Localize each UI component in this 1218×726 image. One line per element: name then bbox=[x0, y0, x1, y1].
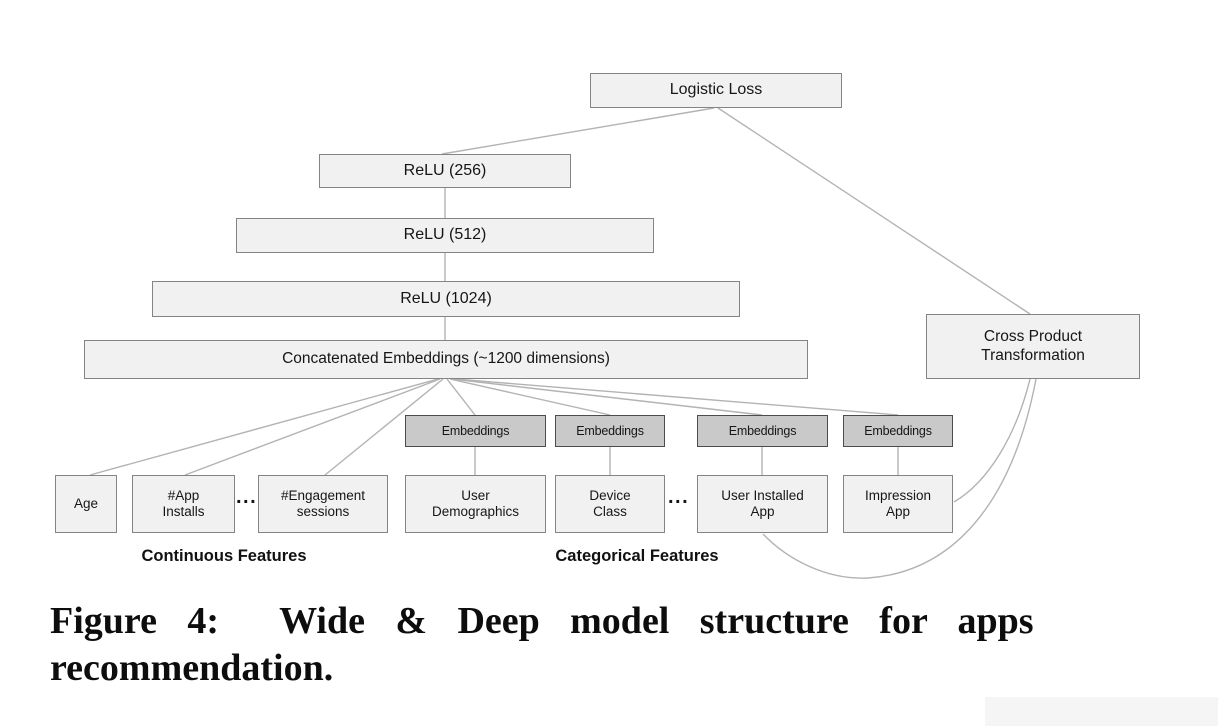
label-continuous-features: Continuous Features bbox=[141, 547, 307, 565]
node-age: Age bbox=[55, 475, 117, 533]
node-logistic-loss: Logistic Loss bbox=[590, 73, 842, 108]
node-relu-256: ReLU (256) bbox=[319, 154, 571, 188]
figure-caption: Figure 4: Wide & Deep model structure fo… bbox=[50, 598, 1155, 692]
node-relu-512: ReLU (512) bbox=[236, 218, 654, 253]
node-user-installed-app: User Installed App bbox=[697, 475, 828, 533]
node-app-installs: #App Installs bbox=[132, 475, 235, 533]
node-relu-1024: ReLU (1024) bbox=[152, 281, 740, 317]
corner-artifact bbox=[985, 697, 1218, 726]
node-impression-app: Impression App bbox=[843, 475, 953, 533]
node-cross-product-transformation: Cross Product Transformation bbox=[926, 314, 1140, 379]
label-categorical-features: Categorical Features bbox=[555, 547, 719, 565]
ellipsis-categorical: ... bbox=[668, 486, 690, 508]
node-embeddings-user-demographics: Embeddings bbox=[405, 415, 546, 447]
node-embeddings-user-installed-app: Embeddings bbox=[697, 415, 828, 447]
node-engagement-sessions: #Engagement sessions bbox=[258, 475, 388, 533]
figure-caption-line1: Figure 4: Wide & Deep model structure fo… bbox=[50, 600, 1034, 642]
node-user-demographics: User Demographics bbox=[405, 475, 546, 533]
node-device-class: Device Class bbox=[555, 475, 665, 533]
ellipsis-continuous: ... bbox=[236, 486, 258, 508]
node-concatenated-embeddings: Concatenated Embeddings (~1200 dimension… bbox=[84, 340, 808, 379]
figure-caption-line2: recommendation. bbox=[50, 647, 334, 689]
node-embeddings-device-class: Embeddings bbox=[555, 415, 665, 447]
node-embeddings-impression-app: Embeddings bbox=[843, 415, 953, 447]
